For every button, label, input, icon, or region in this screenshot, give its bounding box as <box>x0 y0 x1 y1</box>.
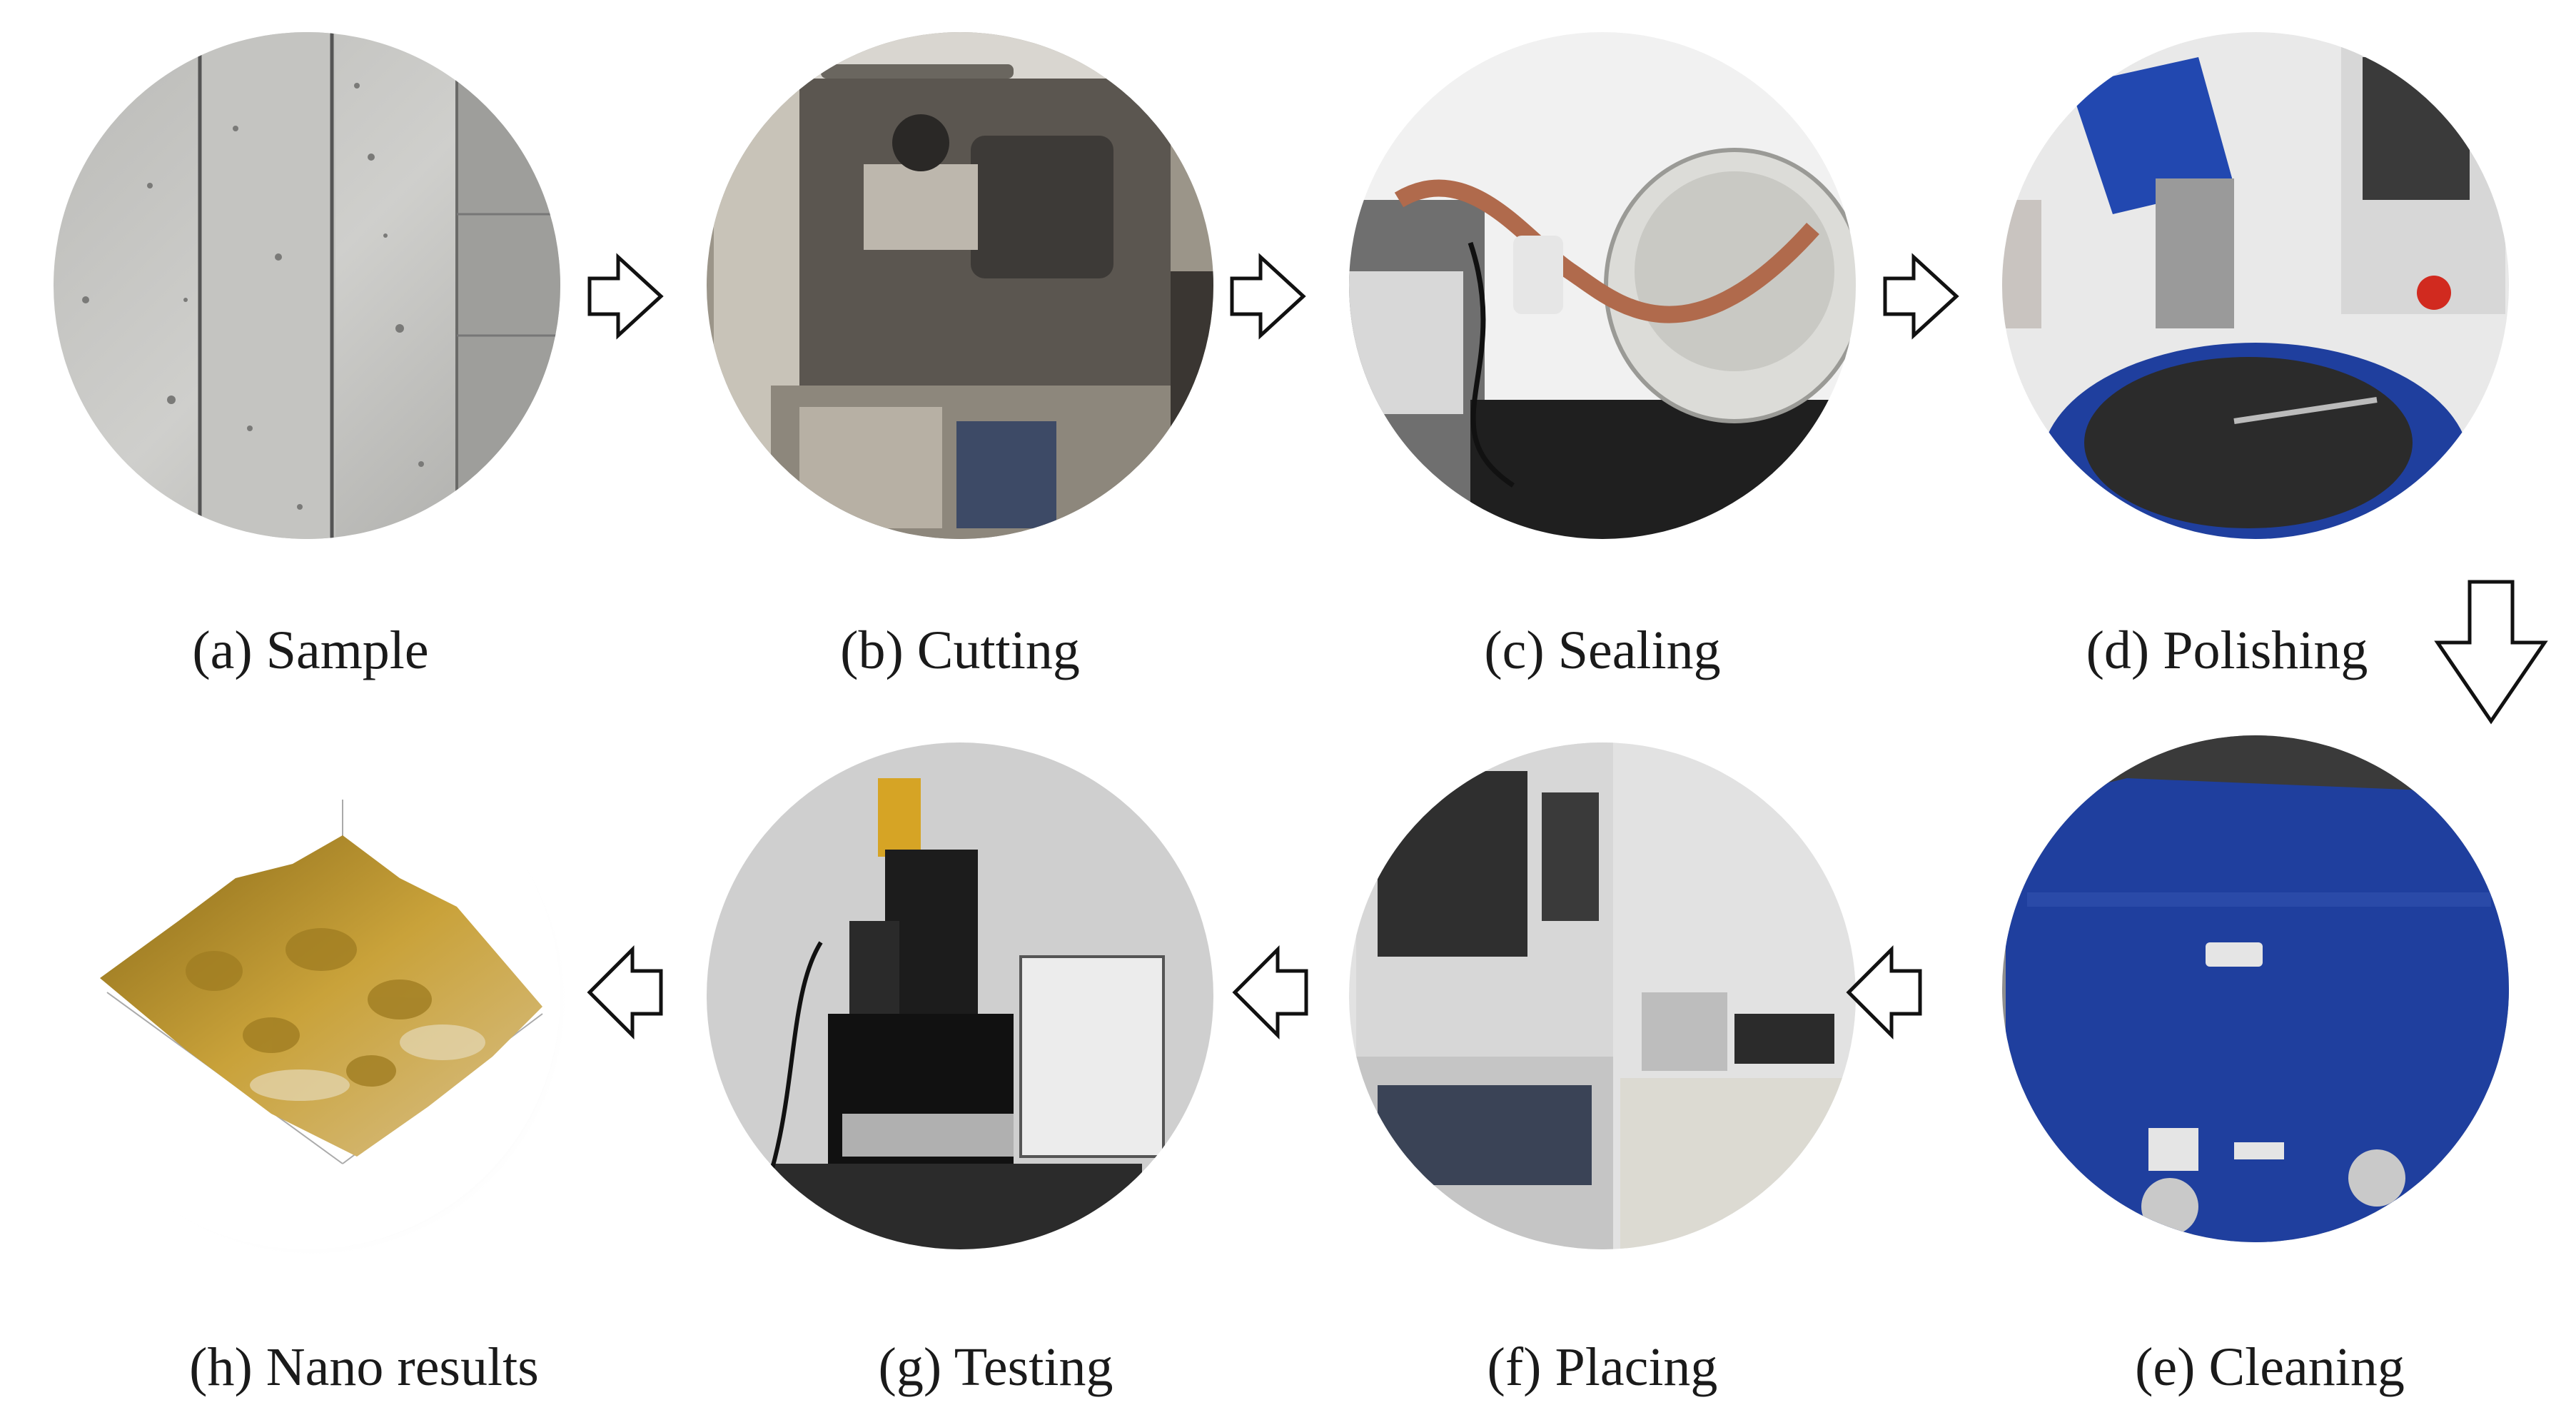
caption-cutting: (b) Cutting <box>840 620 1080 680</box>
caption-testing: (g) Testing <box>878 1337 1113 1397</box>
arrow-left-icon <box>1846 945 1922 1040</box>
vacuum-sealing-photo <box>1349 32 1856 539</box>
caption-placing: (f) Placing <box>1487 1337 1718 1397</box>
concrete-sample-photo <box>54 32 560 539</box>
arrow-right-icon <box>1230 253 1306 340</box>
placing-instrument-photo <box>1349 742 1856 1249</box>
arrow-right-icon <box>1883 253 1959 340</box>
flow-arrows <box>587 253 2548 1040</box>
caption-cleaning: (e) Cleaning <box>2135 1337 2405 1397</box>
arrow-right-icon <box>587 253 664 340</box>
ultrasonic-cleaner-photo <box>2002 735 2509 1242</box>
arrow-left-icon <box>587 945 663 1040</box>
caption-nano-results: (h) Nano results <box>189 1337 539 1397</box>
nanoindenter-testing-photo <box>707 742 1213 1249</box>
caption-polishing: (d) Polishing <box>2086 620 2368 680</box>
caption-sample: (a) Sample <box>192 620 429 680</box>
arrow-down-icon <box>2434 580 2548 725</box>
nano-surface-3d-plot <box>54 742 568 1257</box>
cutting-machine-photo <box>707 32 1213 539</box>
arrow-left-icon <box>1232 945 1308 1040</box>
caption-sealing: (c) Sealing <box>1484 620 1721 680</box>
polishing-machine-photo <box>2002 32 2509 539</box>
